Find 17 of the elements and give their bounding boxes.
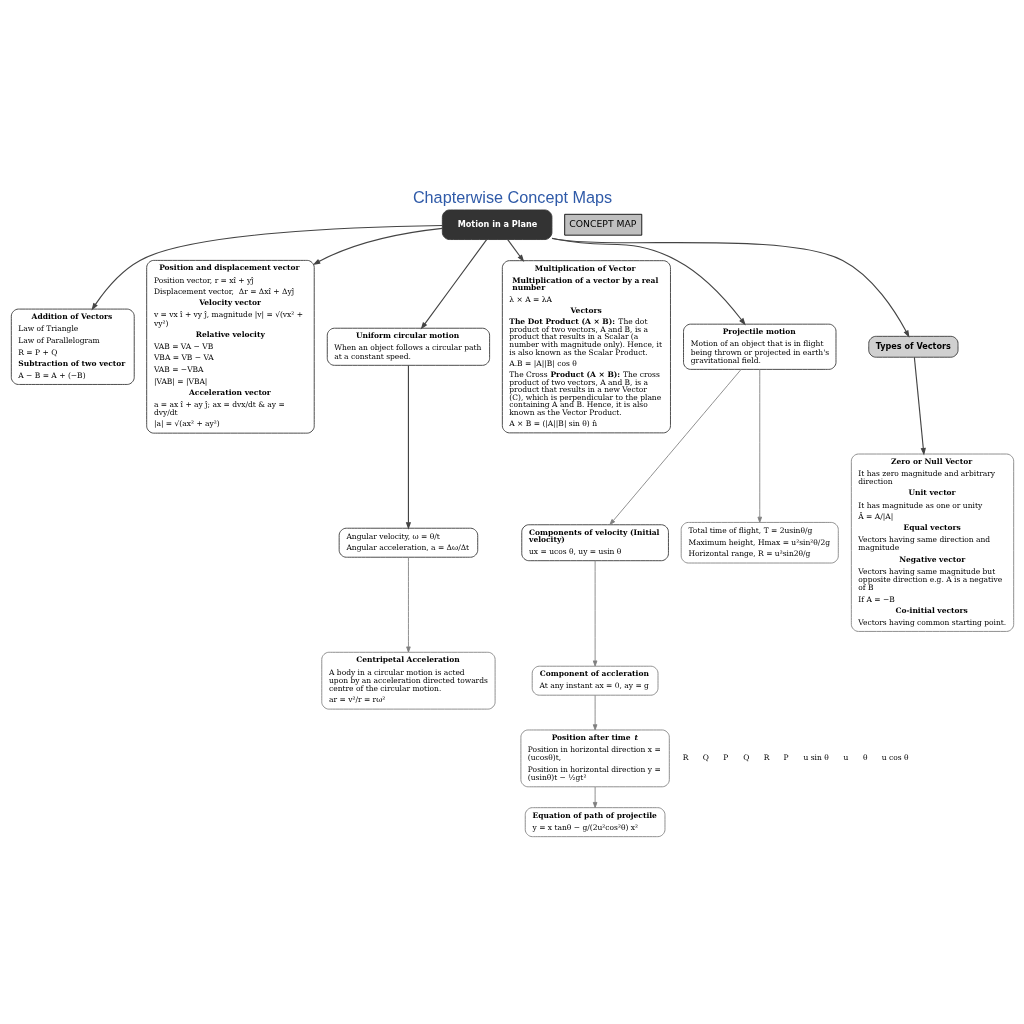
- arrow: [757, 369, 762, 523]
- arrow: [90, 224, 443, 311]
- arrow: [420, 239, 487, 330]
- arrow: [506, 239, 524, 263]
- node-box: Motion in a Plane: [441, 209, 552, 240]
- arrow: [592, 694, 597, 731]
- node-box: Types of Vectors: [867, 335, 958, 358]
- diagram-title: Chapterwise Concept Maps: [412, 187, 612, 206]
- arrow: [913, 356, 926, 456]
- arrow: [405, 364, 411, 530]
- arrow: [405, 557, 411, 653]
- arrow: [592, 786, 597, 809]
- arrow: [312, 227, 443, 265]
- arrow: [609, 369, 741, 526]
- arrow: [592, 560, 597, 667]
- arrow: [550, 237, 909, 338]
- label: CONCEPT MAP: [568, 217, 636, 229]
